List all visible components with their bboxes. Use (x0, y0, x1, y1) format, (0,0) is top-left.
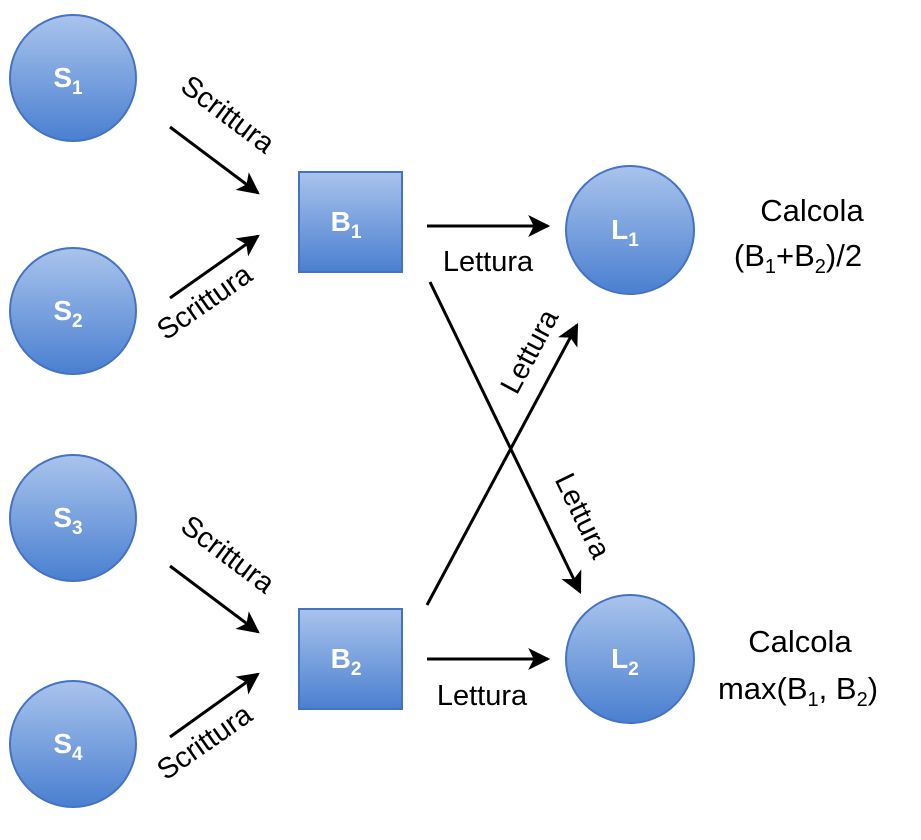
note-l1: Calcola (B1+B2)/2 (734, 193, 865, 278)
node-s3-label: S (53, 502, 72, 533)
arrow-s3-b2 (169, 564, 260, 634)
edge-label-b2-l1: Lettura (495, 304, 566, 400)
node-b1-subscript: 1 (351, 222, 362, 243)
svg-text:S3: S3 (53, 502, 82, 539)
note-l2-part1: max(B (718, 671, 808, 706)
buffer-nodes: B1 B2 (298, 171, 403, 710)
node-l1-label: L (611, 214, 628, 245)
note-l2-sub2: 2 (857, 689, 868, 711)
svg-text:S4: S4 (53, 728, 83, 765)
notes: Calcola (B1+B2)/2 Calcola max(B1, B2) (718, 193, 878, 711)
node-s2-subscript: 2 (72, 311, 83, 332)
node-s4-subscript: 4 (72, 744, 83, 765)
note-l2-line1: Calcola (748, 624, 852, 659)
node-l2-subscript: 2 (628, 659, 639, 680)
node-s3-subscript: 3 (72, 518, 83, 539)
note-l2-sub1: 1 (808, 689, 819, 711)
arrow-s4-b2 (169, 672, 260, 739)
note-l2-part2: , B (819, 671, 857, 706)
edge-label-s3-b2: Scrittura (175, 510, 281, 601)
node-b1-label: B (331, 206, 351, 237)
svg-text:B2: B2 (331, 643, 362, 680)
note-l1-part2: +B (776, 238, 815, 273)
note-l2: Calcola max(B1, B2) (718, 624, 878, 711)
node-s2: S2 (9, 247, 137, 375)
node-b2-label: B (331, 643, 351, 674)
note-l1-line2: (B1+B2)/2 (734, 238, 862, 278)
node-s3: S3 (9, 454, 137, 582)
node-l2: L2 (565, 594, 695, 724)
node-s4-label: S (53, 728, 72, 759)
edge-label-s1-b1: Scrittura (175, 70, 281, 161)
arrows (169, 125, 582, 739)
arrow-b2-l1 (425, 323, 579, 606)
svg-text:L1: L1 (611, 214, 639, 251)
node-b1: B1 (298, 171, 403, 273)
reader-nodes: L1 L2 (565, 165, 695, 724)
svg-text:S2: S2 (53, 295, 82, 332)
node-s1-label: S (53, 62, 72, 93)
edge-label-b1-l1: Lettura (443, 246, 534, 278)
svg-text:L2: L2 (611, 643, 639, 680)
node-s4: S4 (9, 680, 137, 808)
note-l2-part3: ) (868, 671, 878, 706)
svg-text:S1: S1 (53, 62, 83, 99)
note-l2-line2: max(B1, B2) (718, 671, 878, 711)
source-nodes: S1 S2 S3 S4 (9, 14, 137, 808)
note-l1-part1: (B (734, 238, 765, 273)
note-l1-line1: Calcola (760, 193, 864, 228)
node-s1: S1 (9, 14, 137, 142)
node-b2-subscript: 2 (351, 659, 362, 680)
arrow-s2-b1 (169, 234, 260, 300)
node-s2-label: S (53, 295, 72, 326)
arrow-b1-l2 (428, 281, 582, 594)
edge-label-s2-b1: Scrittura (151, 258, 259, 347)
node-l1: L1 (565, 165, 695, 295)
svg-text:B1: B1 (331, 206, 362, 243)
note-l1-part3: )/2 (826, 238, 862, 273)
note-l1-sub1: 1 (765, 256, 776, 278)
node-b2: B2 (298, 608, 403, 710)
arrow-s1-b1 (169, 125, 260, 195)
node-l2-label: L (611, 643, 628, 674)
node-s1-subscript: 1 (72, 78, 83, 99)
node-l1-subscript: 1 (628, 230, 639, 251)
edge-label-b2-l2: Lettura (437, 680, 528, 712)
note-l1-sub2: 2 (815, 256, 826, 278)
